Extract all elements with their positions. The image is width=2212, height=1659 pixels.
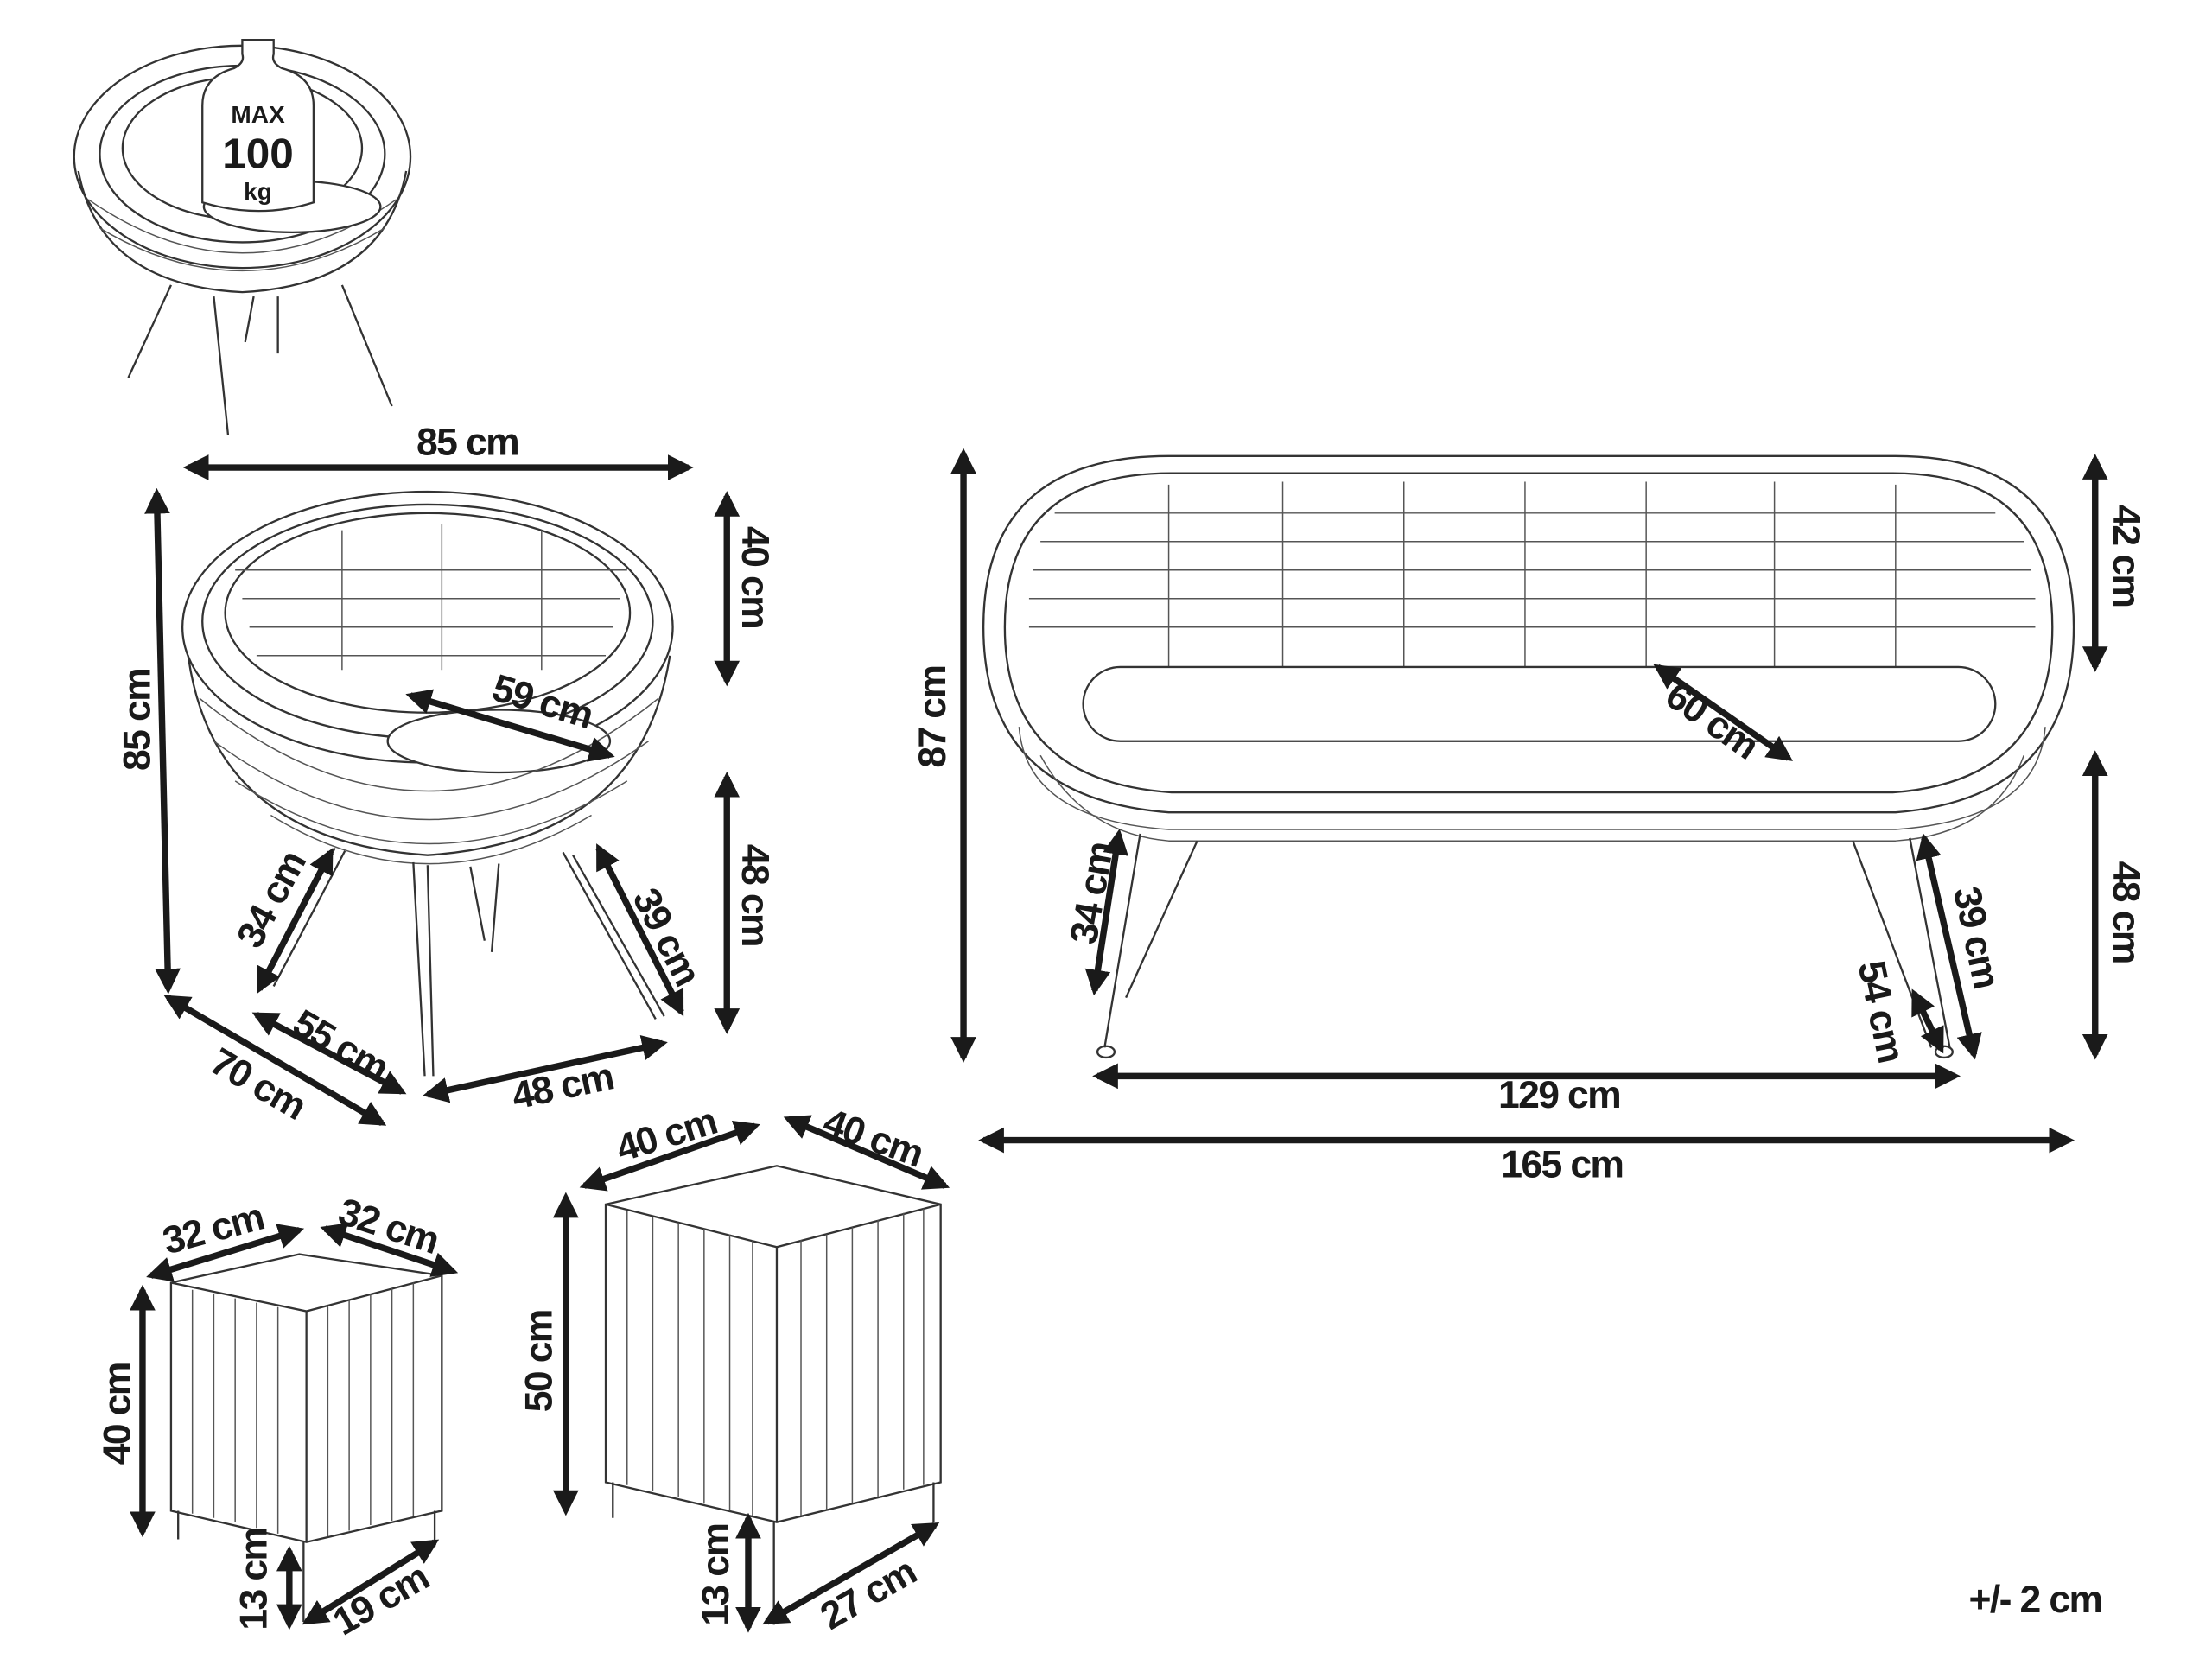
- small-stool-height-label: 40 cm: [96, 1363, 138, 1465]
- dim-arrow: [144, 487, 181, 995]
- sofa-backrest-label: 42 cm: [2105, 505, 2147, 607]
- dim-arrow: [146, 1224, 305, 1282]
- dim-arrow: [256, 848, 334, 995]
- dim-arrow: [595, 843, 684, 1017]
- armchair-width-label: 85 cm: [416, 421, 518, 463]
- small-stool-base-label: 19 cm: [326, 1556, 435, 1643]
- large-stool-depth-label: 40 cm: [818, 1101, 929, 1175]
- weight-value: 100: [222, 130, 294, 178]
- small-stool-dimensions: 32 cm 32 cm 40 cm 13 cm 19 cm: [96, 1191, 459, 1643]
- sofa-height-label: 87 cm: [912, 666, 954, 768]
- small-stool-width-label: 32 cm: [158, 1196, 268, 1263]
- dim-arrow: [1916, 833, 1982, 1060]
- dim-arrow: [1910, 988, 1944, 1054]
- armchair-seat-height-label: 48 cm: [734, 844, 776, 946]
- armchair-backrest-label: 40 cm: [734, 526, 776, 628]
- armchair-leg-back-label: 39 cm: [624, 881, 708, 991]
- dim-arrow: [579, 1120, 760, 1192]
- dim-arrow: [783, 1115, 950, 1190]
- sofa-dimensions: 87 cm 42 cm 48 cm 60 cm 34 cm 39 cm 54 c…: [912, 448, 2147, 1186]
- armchair-dimensions: 85 cm 85 cm 40 cm 48 cm 59 cm 34 cm 39 c…: [116, 421, 776, 1128]
- dim-arrow: [320, 1223, 459, 1277]
- sofa-seat-height-label: 48 cm: [2105, 861, 2147, 963]
- large-stool-leg-label: 13 cm: [695, 1524, 737, 1626]
- sofa-leg-span-label: 129 cm: [1498, 1074, 1620, 1116]
- armchair-thumbnail: MAX 100 kg: [73, 39, 412, 435]
- armchair-height-label: 85 cm: [116, 669, 158, 771]
- sofa-width-label: 165 cm: [1501, 1144, 1623, 1186]
- dim-arrow: [302, 1539, 440, 1625]
- armchair-drawing: [181, 490, 674, 1077]
- small-stool-leg-label: 13 cm: [233, 1529, 276, 1630]
- sofa-drawing: [982, 454, 2075, 1059]
- dim-arrow: [423, 1034, 668, 1103]
- dim-arrow: [1653, 664, 1793, 761]
- large-stool-dimensions: 40 cm 40 cm 50 cm 13 cm 27 cm: [518, 1100, 950, 1638]
- tolerance-note: +/- 2 cm: [1969, 1579, 2102, 1621]
- dim-arrow: [405, 689, 615, 762]
- large-stool-height-label: 50 cm: [518, 1310, 561, 1412]
- dim-arrow: [251, 1012, 407, 1095]
- armchair-leg-front-label: 34 cm: [229, 845, 315, 955]
- dim-arrow: [1084, 829, 1128, 996]
- weight-max-label: MAX: [231, 101, 285, 128]
- weight-icon: MAX 100 kg: [201, 39, 315, 213]
- armchair-leg-span-side-label: 48 cm: [508, 1055, 617, 1117]
- sofa-leg-front-label: 34 cm: [1063, 839, 1122, 947]
- weight-unit: kg: [244, 178, 272, 205]
- dim-arrow: [762, 1522, 940, 1625]
